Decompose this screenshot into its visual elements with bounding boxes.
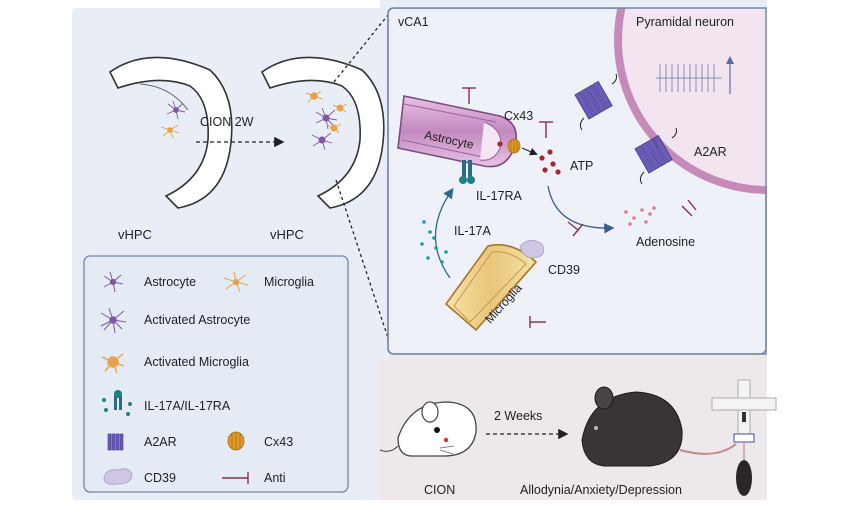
a2ar-receptor-bottom — [634, 127, 677, 185]
microglia-icon-small — [160, 124, 180, 139]
increase-arrow-icon — [726, 56, 734, 94]
legend-il17-icon — [102, 390, 132, 416]
legend-activated-microglia-icon — [101, 353, 125, 374]
tail-suspension-icon — [733, 433, 755, 496]
neuron-firing-icon — [656, 64, 722, 92]
cx43-channel-icon — [507, 138, 521, 154]
cd39-label: CD39 — [548, 263, 580, 277]
atp-release-arrow — [521, 147, 538, 156]
atp-molecules — [539, 149, 561, 175]
hpc-cion — [260, 56, 385, 209]
pyramidal-neuron-label: Pyramidal neuron — [636, 15, 734, 29]
activated-microglia-icon — [305, 90, 348, 134]
white-mouse-icon — [379, 401, 477, 457]
black-mouse-icon — [581, 386, 737, 467]
legend-cd39-icon — [103, 468, 133, 485]
legend-astrocyte-icon — [103, 271, 124, 293]
a2ar-receptor-top — [574, 73, 617, 131]
plus-maze-icon — [711, 379, 777, 437]
legend-il17-label: IL-17A/IL-17RA — [144, 399, 231, 413]
microglia-process — [444, 240, 545, 332]
legend-activated-astrocyte-label: Activated Astrocyte — [144, 313, 250, 327]
legend-microglia-label: Microglia — [264, 275, 314, 289]
legend-microglia-icon — [223, 271, 249, 293]
hpc-normal-label: vHPC — [118, 227, 152, 242]
legend-activated-astrocyte-icon — [100, 307, 127, 334]
anti-mark-a2ar — [687, 199, 697, 211]
il17ra-label: IL-17RA — [476, 189, 523, 203]
legend-panel — [83, 255, 349, 493]
atp-dot-inside — [497, 141, 503, 147]
legend-cx43-label: Cx43 — [264, 435, 293, 449]
il17a-signal-arrow — [434, 187, 454, 279]
legend-cx43-icon — [227, 431, 245, 451]
cd39-enzyme-icon — [519, 240, 545, 259]
legend-activated-microglia-label: Activated Microglia — [144, 355, 249, 369]
legend-astrocyte-label: Astrocyte — [144, 275, 196, 289]
activated-astrocyte-icon — [311, 107, 338, 151]
anti-mark-conversion — [572, 223, 584, 237]
hpc-normal — [108, 56, 233, 209]
weeks-label: 2 Weeks — [494, 409, 542, 423]
cx43-label: Cx43 — [504, 109, 533, 123]
atp-label: ATP — [570, 159, 593, 173]
hpc-cion-label: vHPC — [270, 227, 304, 242]
legend-anti-label: Anti — [264, 471, 286, 485]
adenosine-molecules — [624, 206, 656, 226]
il17a-molecules — [420, 220, 448, 264]
vca1-label: vCA1 — [398, 15, 429, 29]
legend-a2ar-label: A2AR — [144, 435, 177, 449]
adenosine-label: Adenosine — [636, 235, 695, 249]
il17a-label: IL-17A — [454, 224, 491, 238]
outcome-label: Allodynia/Anxiety/Depression — [520, 483, 682, 497]
il17ra-receptor-icon — [459, 160, 475, 184]
cion-label: CION — [424, 483, 455, 497]
legend-anti-icon — [222, 472, 249, 484]
legend-a2ar-icon — [107, 433, 124, 451]
a2ar-label: A2AR — [694, 145, 727, 159]
astrocyte-icon-small — [166, 100, 186, 120]
cion-arrow-label: CION 2W — [200, 115, 254, 129]
legend-cd39-label: CD39 — [144, 471, 176, 485]
atp-to-adenosine-arrow — [547, 185, 615, 234]
astrocyte-process — [397, 95, 517, 168]
